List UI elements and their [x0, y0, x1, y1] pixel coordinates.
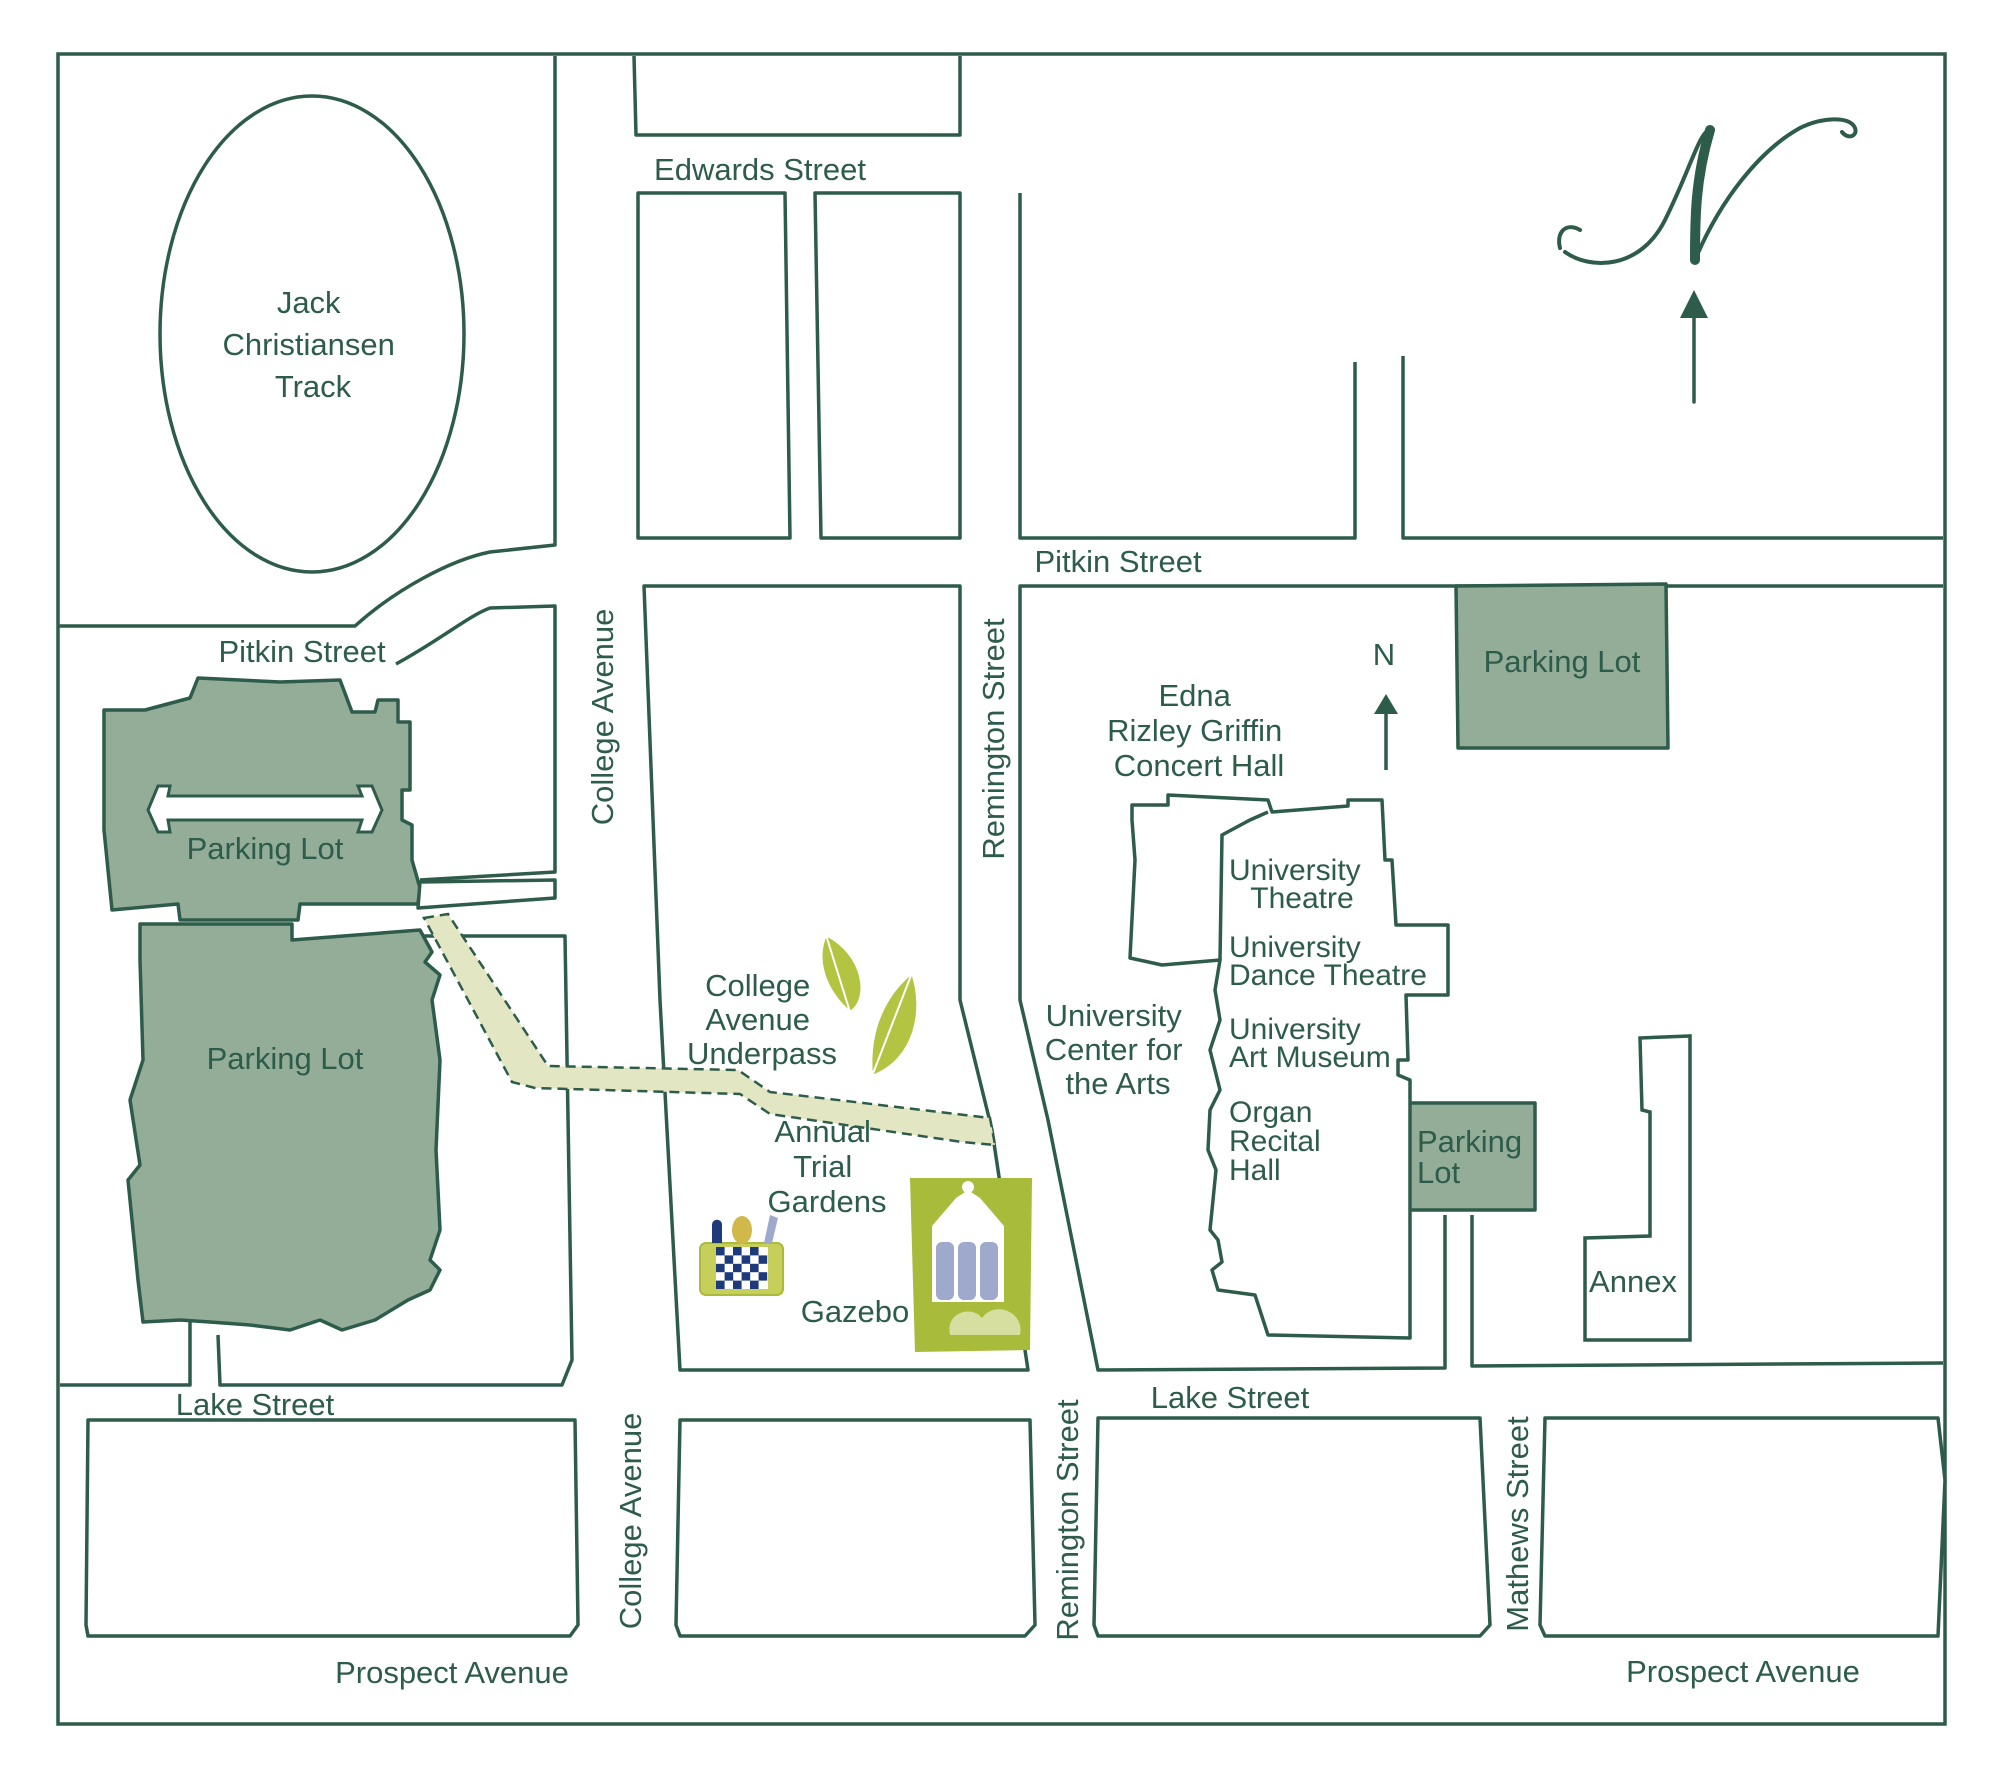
pitkin-street-label: Pitkin Street	[1034, 544, 1202, 579]
script-n-compass-icon	[1557, 117, 1858, 404]
track-label: Jack Christiansen Track	[223, 285, 404, 404]
organ-hall-label: Organ Recital Hall	[1229, 1096, 1329, 1187]
annex-label: Annex	[1589, 1264, 1677, 1299]
north-arrow-icon	[1374, 694, 1398, 770]
north-arrow-letter: N	[1373, 637, 1395, 672]
college-avenue-north-label: College Avenue	[585, 609, 620, 826]
parking-lot-west-lower-label: Parking Lot	[207, 1041, 364, 1076]
remington-street-south-label: Remington Street	[1050, 1399, 1085, 1641]
arts-center-building	[1128, 793, 1450, 1340]
prospect-avenue-east-label: Prospect Avenue	[1626, 1654, 1860, 1689]
arts-center-divider	[1218, 810, 1269, 961]
block-north-east-right	[1401, 356, 1943, 540]
parking-lot-west-upper-cutout	[146, 784, 384, 834]
block-west-pitkin	[395, 604, 557, 882]
edwards-street-label: Edwards Street	[654, 152, 866, 187]
university-theatre-label: University Theatre	[1229, 854, 1369, 915]
leaf-icon	[870, 971, 919, 1078]
art-museum-label: University Art Museum	[1229, 1013, 1391, 1074]
prospect-avenue-west-label: Prospect Avenue	[335, 1655, 569, 1690]
block-prospect-3	[1092, 1416, 1492, 1638]
dance-theatre-label: University Dance Theatre	[1229, 931, 1427, 992]
center-for-arts-label: University Center for the Arts	[1045, 998, 1191, 1101]
parking-lot-north	[1454, 582, 1670, 750]
block-top-small	[632, 55, 962, 137]
trial-gardens-label: Annual Trial Gardens	[768, 1114, 887, 1219]
block-prospect-2	[674, 1418, 1037, 1638]
underpass-path	[422, 912, 997, 1147]
block-prospect-4	[1538, 1416, 1947, 1638]
parking-lot-west-lower	[126, 922, 442, 1332]
college-avenue-south-label: College Avenue	[613, 1413, 648, 1630]
block-prospect-1	[84, 1418, 580, 1638]
lake-street-west-label: Lake Street	[176, 1387, 335, 1422]
parking-lot-small-label: Parking Lot	[1417, 1124, 1531, 1190]
block-north-east-left	[1018, 193, 1357, 540]
pitkin-street-west-label: Pitkin Street	[218, 634, 386, 669]
picnic-basket-icon	[699, 1215, 784, 1296]
annex-building	[1583, 1034, 1692, 1342]
lot-drive	[416, 878, 557, 910]
lake-west-edge	[60, 1320, 192, 1387]
track-oval	[158, 94, 466, 574]
lake-street-east-label: Lake Street	[1151, 1380, 1310, 1415]
gazebo-icon	[910, 1178, 1032, 1352]
gazebo-label: Gazebo	[801, 1294, 910, 1329]
concert-hall-label: Edna Rizley Griffin Concert Hall	[1107, 678, 1291, 783]
block-edwards-left	[636, 191, 792, 540]
mathews-street-label: Mathews Street	[1500, 1416, 1535, 1632]
underpass-label: College Avenue Underpass	[687, 968, 837, 1071]
parking-lot-west-upper-label: Parking Lot	[187, 831, 344, 866]
block-edwards-right	[813, 191, 962, 540]
remington-street-north-label: Remington Street	[976, 618, 1011, 860]
parking-lot-north-label: Parking Lot	[1484, 644, 1641, 679]
leaf-icon	[820, 933, 863, 1014]
